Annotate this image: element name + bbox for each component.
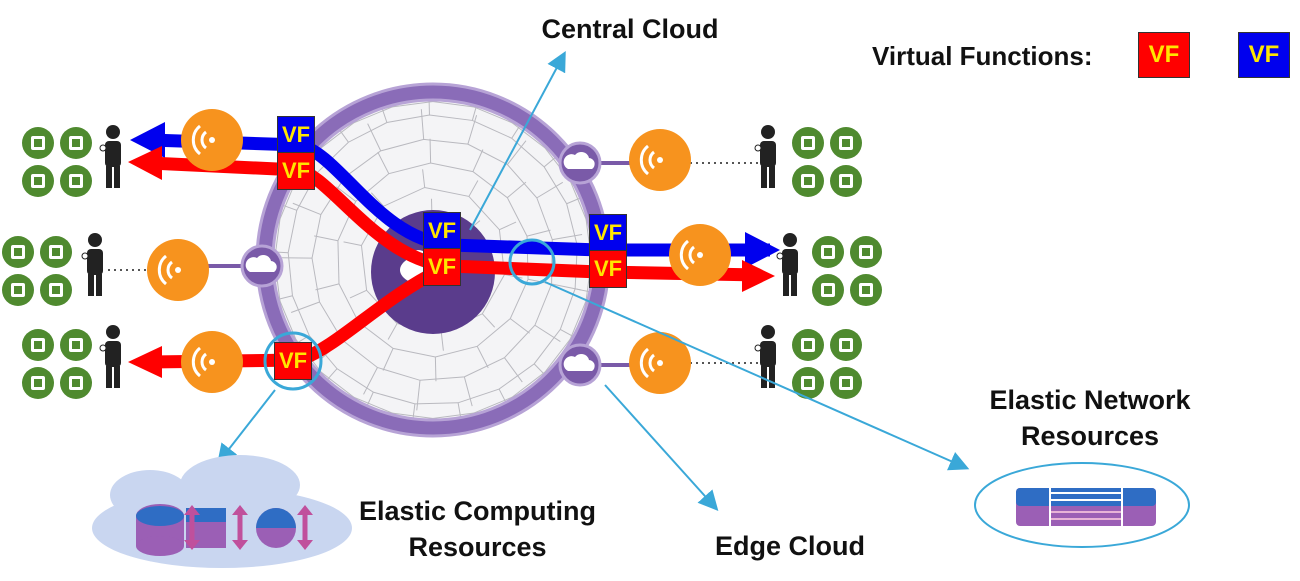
device-icon [22, 165, 54, 197]
wireless-antenna-icon [669, 224, 731, 286]
wireless-antenna-icon [629, 129, 691, 191]
person-icon [754, 125, 776, 188]
device-icon [792, 329, 824, 361]
device-icon [830, 165, 862, 197]
legend-title: Virtual Functions: [872, 41, 1093, 71]
elastic-network-label-line2: Resources [1020, 421, 1160, 451]
device-icon [22, 329, 54, 361]
device-icon [792, 367, 824, 399]
device-icon [850, 236, 882, 268]
elastic-computing-cloud [92, 455, 352, 568]
device-icon [2, 236, 34, 268]
wireless-antenna-icon [629, 332, 691, 394]
vf-red-box: VF [274, 342, 312, 380]
device-icon [60, 329, 92, 361]
person-icon [776, 233, 798, 296]
device-icon [792, 165, 824, 197]
wireless-antenna-icon [181, 109, 243, 171]
device-icon [22, 367, 54, 399]
zoom-circle-computing [263, 331, 323, 391]
legend-vf-red: VF [1138, 32, 1190, 78]
vf-red-box: VF [589, 250, 627, 288]
device-icon [830, 127, 862, 159]
vf-blue-box: VF [277, 116, 315, 154]
elastic-computing-label-line1: Elastic Computing [358, 496, 596, 526]
central-cloud-label: Central Cloud [541, 14, 719, 44]
device-icon [830, 367, 862, 399]
elastic-arrow-icon [297, 505, 313, 550]
vf-blue-box: VF [423, 212, 461, 250]
wireless-antenna-icon [181, 331, 243, 393]
device-icon [2, 274, 34, 306]
device-icon [40, 236, 72, 268]
dotted-links [108, 162, 760, 364]
elastic-network-label-line1: Elastic Network [989, 385, 1191, 415]
person-icon [754, 325, 776, 388]
device-icon [850, 274, 882, 306]
device-icon [812, 274, 844, 306]
device-icon [792, 127, 824, 159]
legend-vf-blue: VF [1238, 32, 1290, 78]
vf-red-box: VF [423, 248, 461, 286]
wireless-antenna-icon [147, 239, 209, 301]
person-icon [81, 233, 103, 296]
elastic-arrow-icon [184, 505, 200, 550]
device-icon [830, 329, 862, 361]
pointer-lines [217, 50, 970, 511]
cloud-node-icon [205, 244, 284, 288]
cloud-node-icon [558, 141, 640, 185]
elastic-network-ellipse [974, 462, 1190, 548]
elastic-computing-label-line2: Resources [408, 532, 547, 562]
device-icon [812, 236, 844, 268]
zoom-circle-network [508, 238, 556, 286]
device-icon [60, 165, 92, 197]
device-icon [60, 367, 92, 399]
person-icon [99, 125, 121, 188]
vf-red-box: VF [277, 152, 315, 190]
device-icon [40, 274, 72, 306]
person-icon [99, 325, 121, 388]
elastic-arrow-icon [232, 505, 248, 550]
cloud-node-icon [558, 343, 640, 387]
device-icon [60, 127, 92, 159]
device-icon [22, 127, 54, 159]
edge-cloud-label: Edge Cloud [715, 531, 865, 561]
vf-blue-box: VF [589, 214, 627, 252]
